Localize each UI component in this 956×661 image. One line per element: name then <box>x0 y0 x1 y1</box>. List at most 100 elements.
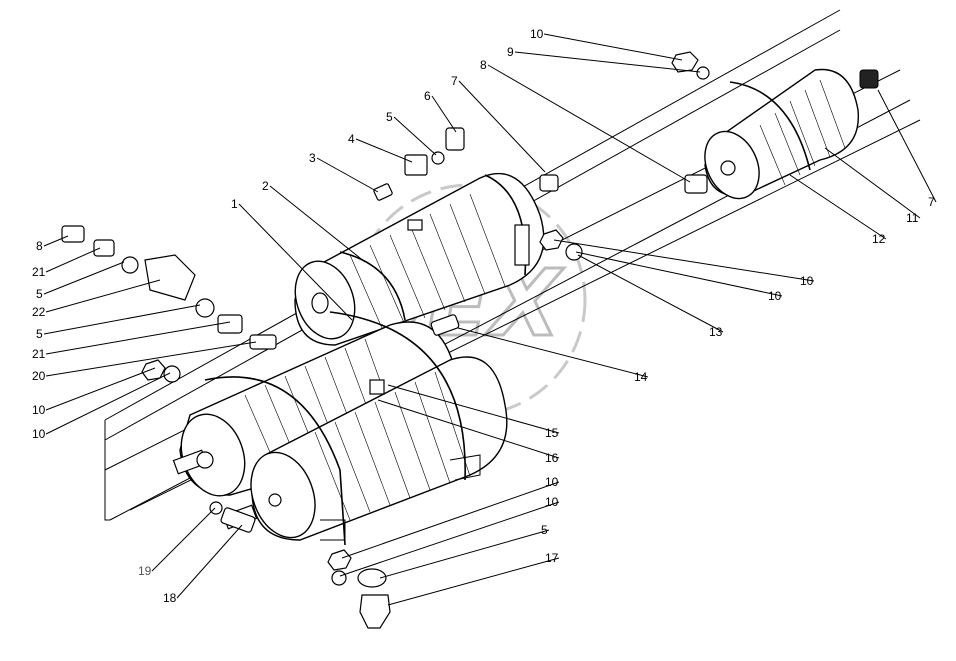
nut-10-mid <box>539 229 564 251</box>
callout-number-c22: 22 <box>32 305 46 319</box>
callout-number-c1: 1 <box>231 197 238 211</box>
plug-7 <box>539 174 559 192</box>
leader-line-c4 <box>355 138 413 163</box>
air-tank-lower-left <box>172 321 458 497</box>
callout-number-c8b: 8 <box>36 239 43 253</box>
leader-line-c19 <box>151 507 216 572</box>
callout-number-c21b: 21 <box>32 347 46 361</box>
leader-line-c10a <box>543 33 683 61</box>
callout-number-c10a: 10 <box>530 27 544 41</box>
washer-10-left <box>163 365 181 383</box>
callout-number-c10b: 10 <box>800 274 814 288</box>
air-tank-upper <box>294 173 545 346</box>
callout-number-c5b: 5 <box>541 523 548 537</box>
tee-20 <box>249 334 277 350</box>
leader-line-c5b <box>379 529 550 579</box>
fitting-18 <box>220 507 256 533</box>
air-tank-right <box>704 68 879 200</box>
leader-line-c5a <box>393 116 437 156</box>
callout-number-c20: 20 <box>32 369 46 383</box>
callout-number-c9: 9 <box>507 45 514 59</box>
callout-number-c5d: 5 <box>36 327 43 341</box>
leader-line-c10d <box>341 481 560 559</box>
washer-5-left <box>121 256 139 274</box>
callout-number-c10c: 10 <box>768 289 782 303</box>
washer-5-left-lower <box>195 298 215 318</box>
leader-line-c22 <box>45 279 161 313</box>
callout-number-c7a: 7 <box>451 74 458 88</box>
leader-line-c9 <box>514 51 701 73</box>
nut-10-top <box>671 51 699 73</box>
leader-line-c20 <box>45 341 257 377</box>
leader-line-c10b <box>553 239 815 282</box>
air-tank-lower-right <box>222 356 508 541</box>
hardware-parts <box>61 51 710 629</box>
washer-5-bottom <box>357 568 387 588</box>
leader-line-c7a <box>458 80 546 173</box>
callout-number-c10g: 10 <box>32 427 46 441</box>
callout-number-c16: 16 <box>545 451 559 465</box>
callout-number-c10f: 10 <box>32 403 46 417</box>
leader-line-c15 <box>387 384 560 434</box>
callout-number-c13: 13 <box>709 325 723 339</box>
nut-10-bottom <box>327 549 352 571</box>
washer-19 <box>209 501 223 515</box>
leader-line-c10f <box>45 367 156 411</box>
drain-valve-17 <box>359 594 391 629</box>
callout-number-c12: 12 <box>872 232 886 246</box>
tee-fitting-4 <box>404 154 428 176</box>
elbow-8-left <box>61 225 85 243</box>
washer-5-top <box>431 151 445 165</box>
leader-line-c17 <box>387 557 560 606</box>
callout-number-c14: 14 <box>634 370 648 384</box>
leader-line-c12 <box>789 174 887 240</box>
valve-6 <box>445 127 465 151</box>
valve-22 <box>144 254 196 301</box>
washer-10-bottom <box>331 570 347 586</box>
tank-ribs-upper <box>349 193 506 336</box>
callout-number-c18: 18 <box>163 591 177 605</box>
callout-number-c10d: 10 <box>545 475 559 489</box>
leader-line-c21a <box>45 247 101 273</box>
callout-number-c4: 4 <box>348 132 355 146</box>
fitting-3 <box>373 183 393 201</box>
callout-number-c5c: 5 <box>36 287 43 301</box>
fitting-21-top <box>93 239 115 257</box>
callout-number-c10e: 10 <box>545 495 559 509</box>
leader-line-c21b <box>45 321 231 355</box>
callout-number-c17: 17 <box>545 551 559 565</box>
leader-line-c11 <box>824 147 921 219</box>
fitting-21-bottom <box>217 314 243 334</box>
callout-number-c21a: 21 <box>32 265 46 279</box>
leader-line-c6 <box>431 95 457 133</box>
leader-line-c2 <box>269 185 366 263</box>
callout-number-c19: 19 <box>138 564 152 578</box>
leader-line-c10g <box>45 372 171 435</box>
callout-number-c15: 15 <box>545 426 559 440</box>
callout-number-c5a: 5 <box>386 110 393 124</box>
leader-line-c16 <box>377 399 560 459</box>
callout-number-c7b: 7 <box>928 195 935 209</box>
leader-line-c5c <box>43 261 125 295</box>
leader-line-c1 <box>238 203 353 321</box>
leader-line-c10c <box>575 251 783 297</box>
mounting-straps <box>204 311 466 546</box>
callout-number-c8a: 8 <box>480 58 487 72</box>
leader-line-c14 <box>457 327 649 378</box>
elbow-8-right <box>684 174 708 194</box>
tank-ribs-right <box>759 79 846 186</box>
leader-line-c3 <box>316 157 379 193</box>
fitting-14 <box>430 314 460 336</box>
callouts: 1234567891071112101013141516101051718198… <box>32 27 937 606</box>
washer-9 <box>696 66 710 80</box>
leader-line-c8a <box>487 64 691 183</box>
leader-line-c10e <box>339 501 560 577</box>
leader-line-c8b <box>43 235 69 247</box>
callout-number-c11: 11 <box>906 211 919 225</box>
washer-13 <box>565 243 583 261</box>
callout-number-c6: 6 <box>424 89 431 103</box>
leader-line-c5d <box>43 304 201 335</box>
leader-line-c7b <box>877 89 937 203</box>
callout-number-c3: 3 <box>309 151 316 165</box>
